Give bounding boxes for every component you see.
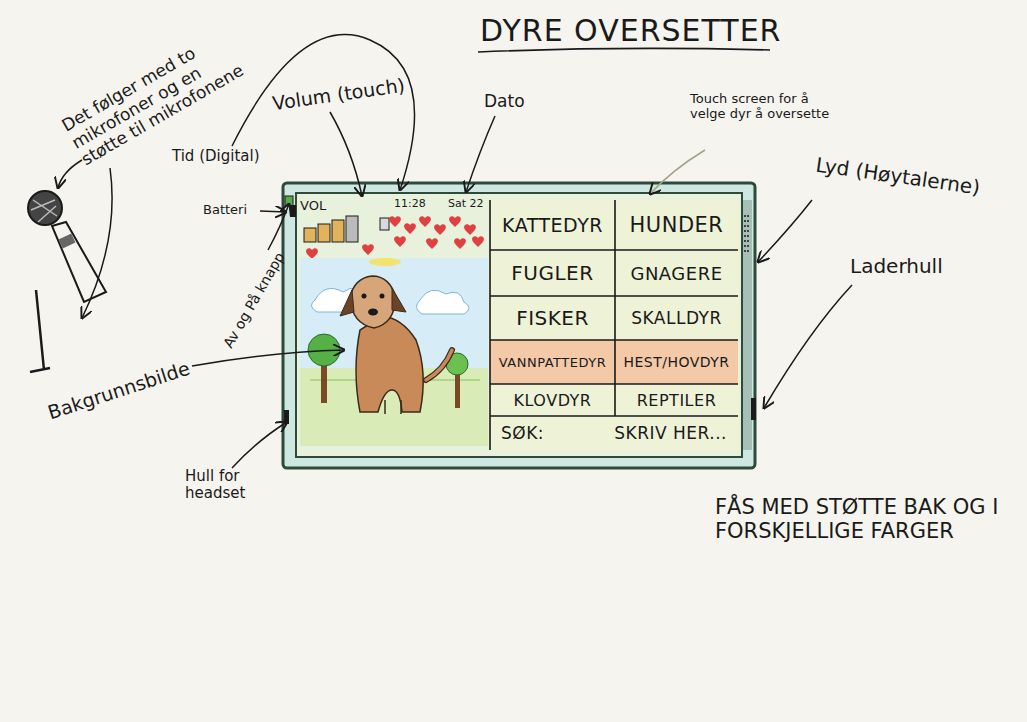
cell-text: HEST/HOVDYR <box>623 354 729 370</box>
cell-text: HUNDER <box>630 213 724 237</box>
annotation-label: Av og På knapp <box>220 249 288 350</box>
menu-cell: SKALLDYR <box>616 297 737 339</box>
grid-tint <box>490 200 738 450</box>
cell-text: FISKER <box>516 306 589 330</box>
background-picture <box>300 258 488 446</box>
cell-text: REPTILER <box>637 391 717 410</box>
cell-text: VANNPATTEDYR <box>499 355 606 370</box>
annotation-label: VOL <box>300 199 326 214</box>
annotation-label: Lyd (Høytalerne) <box>814 154 981 200</box>
device <box>283 183 756 468</box>
microphone <box>28 191 106 372</box>
cell-text: KLOVDYR <box>514 391 592 410</box>
title: DYRE OVERSETTER <box>480 14 781 49</box>
cell-text: SØK: <box>501 423 544 443</box>
menu-cell: REPTILER <box>616 385 737 415</box>
annotation-label: 11:28 <box>394 198 426 211</box>
cell-text: GNAGERE <box>630 263 722 284</box>
menu-cell: VANNPATTEDYR <box>491 341 614 383</box>
annotation-label: Hull for headset <box>185 468 265 503</box>
menu-cell: FISKER <box>491 297 614 339</box>
annotation-label: Laderhull <box>850 255 943 278</box>
cell-text: FUGLER <box>511 261 593 285</box>
annotation-label: FÅS MED STØTTE BAK OG I FORSKJELLIGE FAR… <box>715 495 1015 543</box>
cell-text: SKRIV HER... <box>614 423 727 443</box>
annotation-label: Batteri <box>203 203 247 218</box>
cell-text: KATTEDYR <box>502 214 603 236</box>
status-bar <box>304 216 484 259</box>
annotation-label: Bakgrunnsbilde <box>45 358 192 424</box>
menu-cell: SØK: SKRIV HER... <box>491 417 737 449</box>
annotation-label: Sat 22 <box>448 198 484 211</box>
annotation-label: Touch screen for å velge dyr å oversette <box>690 92 840 122</box>
menu-cell: HUNDER <box>616 201 737 249</box>
title-underline <box>478 48 770 52</box>
menu-cell: KLOVDYR <box>491 385 614 415</box>
annotation-label: Tid (Digital) <box>172 148 260 165</box>
menu-cell: KATTEDYR <box>491 201 614 249</box>
menu-cell: HEST/HOVDYR <box>616 341 737 383</box>
menu-cell: GNAGERE <box>616 251 737 295</box>
menu-cell: FUGLER <box>491 251 614 295</box>
annotation-label: Dato <box>484 92 525 112</box>
annotation-label: Volum (touch) <box>271 75 406 115</box>
cell-text: SKALLDYR <box>631 308 722 328</box>
